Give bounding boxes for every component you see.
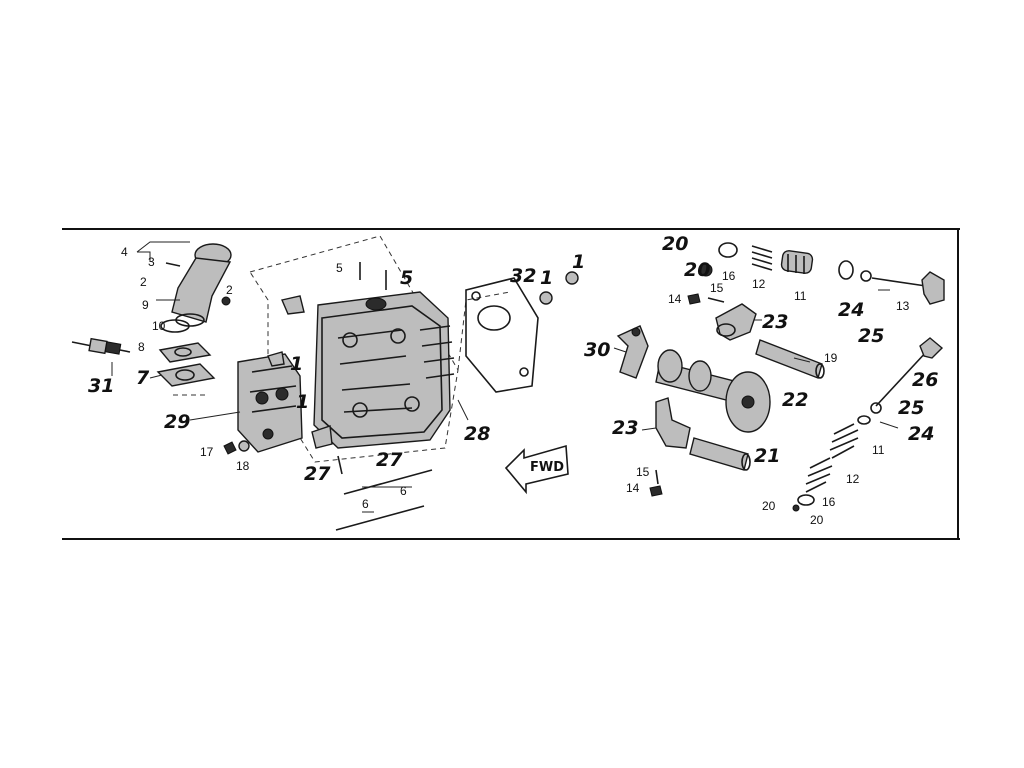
intake-manifold (160, 243, 232, 333)
callout-2: 2 (140, 275, 147, 289)
callout-15: 15 (710, 281, 724, 295)
callout-29: 29 (164, 411, 190, 433)
lower-valve-train (792, 402, 882, 512)
callout-5: 5 (336, 261, 343, 275)
upper-valve-train (699, 242, 872, 282)
rocker-arm-intake (715, 303, 757, 341)
callout-30: 30 (584, 339, 610, 361)
callout-labels: 4 3 2 2 9 10 8 7 31 29 17 18 1 1 5 5 27 … (88, 233, 938, 527)
callout-17: 17 (200, 445, 214, 459)
callout-20: 20 (684, 259, 710, 281)
fwd-label: FWD (530, 460, 564, 475)
callout-15: 15 (636, 465, 650, 479)
callout-21: 21 (754, 445, 780, 467)
callout-9: 9 (142, 298, 149, 312)
camshaft (655, 349, 771, 433)
callout-16: 16 (722, 269, 736, 283)
fwd-arrow: FWD (504, 444, 569, 495)
callout-26: 26 (912, 369, 938, 391)
assembly-guide-lines (170, 235, 511, 463)
callout-24: 24 (908, 423, 934, 445)
valve-lower (875, 337, 944, 407)
callout-1: 1 (290, 353, 303, 375)
rocker-shaft-upper (755, 339, 825, 379)
callout-23: 23 (762, 311, 788, 333)
callout-22: 22 (782, 389, 808, 411)
leader-lines (111, 241, 899, 513)
callout-19: 19 (824, 351, 838, 365)
callout-25: 25 (858, 325, 884, 347)
callout-5: 5 (400, 267, 413, 289)
callout-32: 32 (510, 265, 536, 287)
callout-13: 13 (896, 299, 910, 313)
rocker-arm-exhaust (616, 325, 649, 379)
callout-6: 6 (400, 484, 407, 498)
callout-14: 14 (668, 292, 682, 306)
callout-1: 1 (572, 251, 585, 273)
bolts-dowels (267, 262, 387, 475)
callout-24: 24 (838, 299, 864, 321)
callout-2: 2 (226, 283, 233, 297)
diagram-frame (62, 228, 960, 540)
callout-10: 10 (152, 319, 166, 333)
cylinder-head (313, 291, 455, 449)
callout-27: 27 (304, 463, 331, 485)
callout-16: 16 (822, 495, 836, 509)
callout-18: 18 (236, 459, 250, 473)
callout-14: 14 (626, 481, 640, 495)
callout-1: 1 (540, 267, 553, 289)
nut-washer (223, 440, 250, 455)
callout-7: 7 (136, 367, 150, 389)
adjusting-screws (649, 293, 725, 497)
callout-12: 12 (846, 472, 860, 486)
head-gasket (465, 271, 579, 393)
valve-upper (871, 271, 945, 305)
callout-31: 31 (88, 375, 114, 397)
callout-11: 11 (872, 443, 885, 457)
callout-3: 3 (148, 255, 155, 269)
callout-20: 20 (810, 513, 824, 527)
rocker-shaft-lower (689, 437, 751, 471)
spark-plug (71, 337, 131, 355)
callout-20: 20 (662, 233, 688, 255)
callout-23: 23 (612, 417, 638, 439)
callout-1: 1 (296, 391, 309, 413)
cam-holder-block (237, 353, 303, 453)
intake-gaskets (156, 342, 216, 387)
callout-25: 25 (898, 397, 924, 419)
callout-28: 28 (464, 423, 490, 445)
rocker-arm-lower (655, 397, 691, 449)
callout-4: 4 (121, 245, 128, 259)
callout-12: 12 (752, 277, 766, 291)
callout-6: 6 (362, 497, 369, 511)
callout-11: 11 (794, 289, 807, 303)
callout-8: 8 (138, 340, 145, 354)
callout-27: 27 (376, 449, 403, 471)
callout-20: 20 (762, 499, 776, 513)
long-studs (335, 469, 433, 531)
